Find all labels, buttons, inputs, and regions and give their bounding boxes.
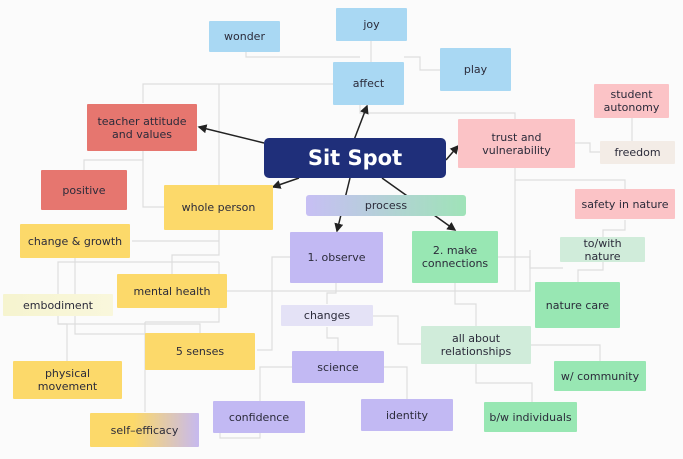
node-process[interactable]: process [306, 195, 466, 216]
node-label: positive [62, 183, 106, 197]
node-label: nature care [545, 298, 610, 312]
node-mental-health[interactable]: mental health [117, 274, 227, 308]
link-teacher-whole [142, 150, 165, 208]
node-wonder[interactable]: wonder [209, 21, 280, 52]
node-label: change & growth [27, 234, 123, 248]
node-label: trust and vulnerability [482, 130, 551, 157]
node-physical-movement[interactable]: physical movement [13, 361, 122, 399]
arrow-to-teacher [197, 124, 265, 144]
link-mental-right [226, 250, 531, 292]
node-label: affect [352, 77, 385, 90]
node-teacher-attitude[interactable]: teacher attitude and values [87, 104, 197, 151]
link-whole-mental [171, 230, 220, 274]
link-confidence-selfeff [219, 430, 261, 439]
link-safety-nature [602, 220, 626, 238]
node-label: teacher attitude and values [97, 114, 187, 141]
node-play[interactable]: play [440, 48, 511, 91]
node-label: 2. make connections [421, 244, 489, 270]
node-label: changes [303, 309, 351, 322]
node-between-individuals[interactable]: b/w individuals [484, 402, 577, 432]
node-positive[interactable]: positive [41, 170, 127, 210]
node-label: play [463, 63, 488, 76]
link-teacher-top [142, 83, 219, 103]
node-trust-vulnerability[interactable]: trust and vulnerability [458, 119, 575, 168]
node-all-about-relationships[interactable]: all about relationships [421, 326, 531, 364]
node-identity[interactable]: identity [361, 399, 453, 431]
node-whole-person[interactable]: whole person [164, 185, 273, 230]
link-changes-all [373, 315, 421, 345]
node-label: mental health [133, 284, 211, 298]
node-science[interactable]: science [292, 351, 384, 383]
node-make-connections[interactable]: 2. make connections [412, 231, 498, 283]
node-nature-care[interactable]: nature care [535, 282, 620, 328]
link-observe-changes [326, 283, 337, 304]
node-label: confidence [228, 410, 290, 424]
link-observe-5senses [257, 256, 290, 351]
node-label: to/with nature [583, 236, 622, 263]
node-label: self–efficacy [110, 423, 179, 437]
arrow-to-trust [445, 144, 459, 161]
node-label: 1. observe [307, 251, 366, 264]
link-embod-phys [58, 323, 68, 361]
link-all-community [530, 344, 601, 361]
link-affect-play [404, 56, 440, 71]
link-wonder-affect [245, 52, 360, 58]
link-trust-freedom [575, 142, 600, 153]
node-freedom[interactable]: freedom [600, 141, 675, 164]
node-5-senses[interactable]: 5 senses [145, 333, 255, 370]
link-science-confidence [259, 366, 292, 402]
node-change-growth[interactable]: change & growth [20, 224, 130, 258]
node-label: process [364, 199, 408, 212]
node-joy[interactable]: joy [336, 8, 407, 41]
link-change-phys [74, 257, 145, 335]
link-connect-all [454, 283, 477, 326]
link-changes-science [326, 327, 339, 351]
node-label: freedom [614, 146, 661, 159]
node-label: wonder [224, 30, 265, 43]
link-tonature-care [577, 262, 604, 283]
node-label: b/w individuals [489, 410, 572, 424]
node-label: student autonomy [603, 88, 660, 114]
link-science-identity [384, 366, 408, 400]
node-observe[interactable]: 1. observe [290, 232, 383, 283]
node-label: embodiment [22, 298, 93, 312]
node-embodiment[interactable]: embodiment [3, 294, 113, 316]
link-affect-trust [359, 105, 516, 120]
node-label: all about relationships [440, 332, 512, 358]
node-label: whole person [181, 201, 256, 214]
central-node-sit-spot[interactable]: Sit Spot [264, 138, 446, 178]
node-confidence[interactable]: confidence [213, 401, 305, 433]
node-label: physical movement [37, 367, 98, 393]
node-self-efficacy[interactable]: self–efficacy [90, 413, 199, 447]
node-label: safety in nature [581, 197, 669, 211]
node-label: w/ community [560, 369, 640, 383]
arrow-to-affect [353, 104, 369, 141]
link-all-individuals [475, 364, 533, 402]
link-trust-safety [515, 179, 626, 190]
node-affect[interactable]: affect [333, 62, 404, 105]
link-teacher-positive [83, 150, 144, 171]
node-label: science [317, 360, 359, 374]
node-label: joy [363, 18, 380, 31]
node-safety-in-nature[interactable]: safety in nature [575, 189, 675, 219]
arrow-to-whole [271, 177, 300, 189]
central-label: Sit Spot [307, 145, 403, 170]
node-student-autonomy[interactable]: student autonomy [594, 84, 669, 118]
node-changes[interactable]: changes [281, 305, 373, 326]
node-to-with-nature[interactable]: to/with nature [560, 236, 645, 263]
node-with-community[interactable]: w/ community [554, 361, 646, 391]
node-label: identity [386, 408, 428, 422]
node-label: 5 senses [175, 345, 225, 358]
